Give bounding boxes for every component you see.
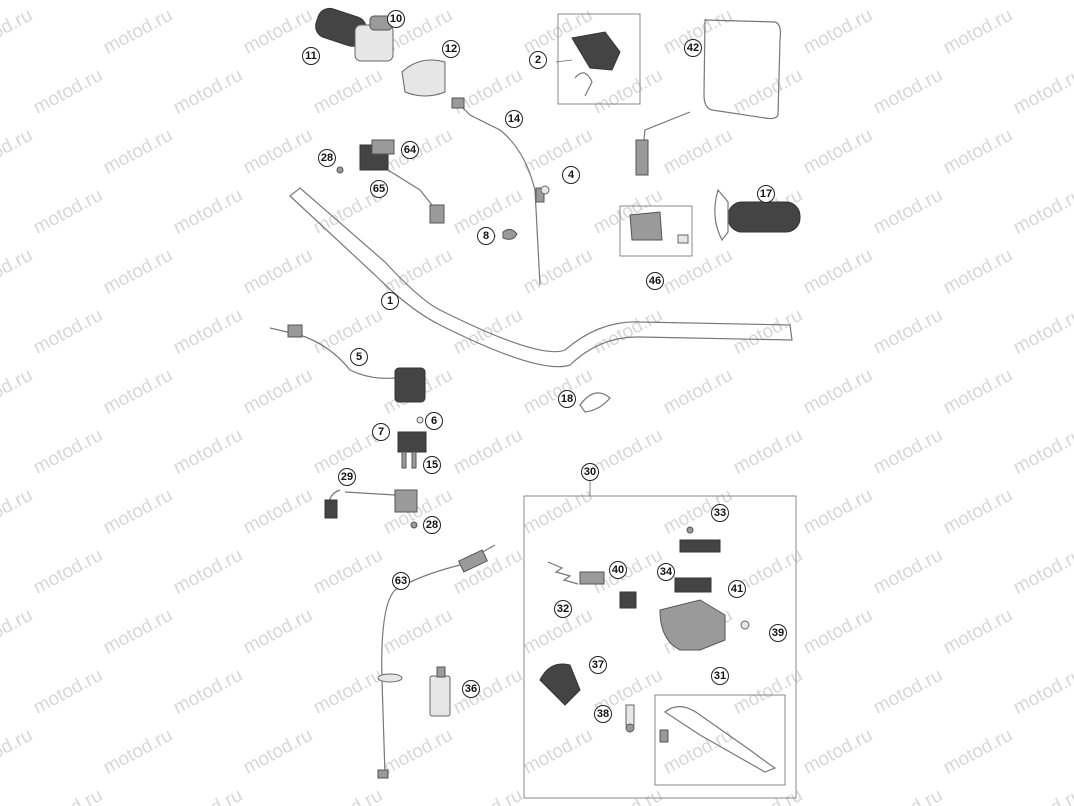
throttle-cover-icon [401,59,446,97]
callout: 1 [381,292,399,310]
callout: 8 [477,227,495,245]
callout: 42 [684,39,702,57]
callout: 12 [442,40,460,58]
callout: 15 [423,456,441,474]
throttle-cable [454,99,541,286]
fluid-bottle-icon [429,675,451,717]
callout: 41 [728,580,746,598]
clutch-cable [269,327,396,379]
callout: 33 [711,504,729,522]
part-box-31 [654,694,786,786]
callout: 2 [529,51,547,69]
kill-switch-icon [359,139,445,224]
master-cylinder-box [523,495,797,799]
callout: 6 [425,412,443,430]
callout: 34 [657,563,675,581]
callout: 17 [757,185,775,203]
part-box-46 [619,205,693,257]
callout: 40 [609,561,627,579]
callout: 37 [589,656,607,674]
part-box-2 [557,13,641,105]
callout: 64 [401,141,419,159]
callout: 10 [387,10,405,28]
callout: 28 [318,149,336,167]
hot-start-cable [381,544,496,776]
callout: 29 [338,468,356,486]
callout: 4 [562,166,580,184]
callout: 7 [372,423,390,441]
callout: 11 [302,47,320,65]
callout: 46 [646,272,664,290]
callout: 65 [370,180,388,198]
callout: 38 [594,705,612,723]
callout: 63 [392,572,410,590]
callout: 28 [423,516,441,534]
left-grip-icon [315,7,394,62]
callout: 14 [505,110,523,128]
handlebar [289,187,793,368]
callout: 30 [581,463,599,481]
callout: 5 [350,348,368,366]
callout: 39 [769,624,787,642]
callout: 31 [711,667,729,685]
callout: 18 [558,390,576,408]
callout: 36 [462,680,480,698]
right-grip-icon [727,201,801,233]
callout: 32 [554,600,572,618]
mirror-icon [703,19,782,120]
